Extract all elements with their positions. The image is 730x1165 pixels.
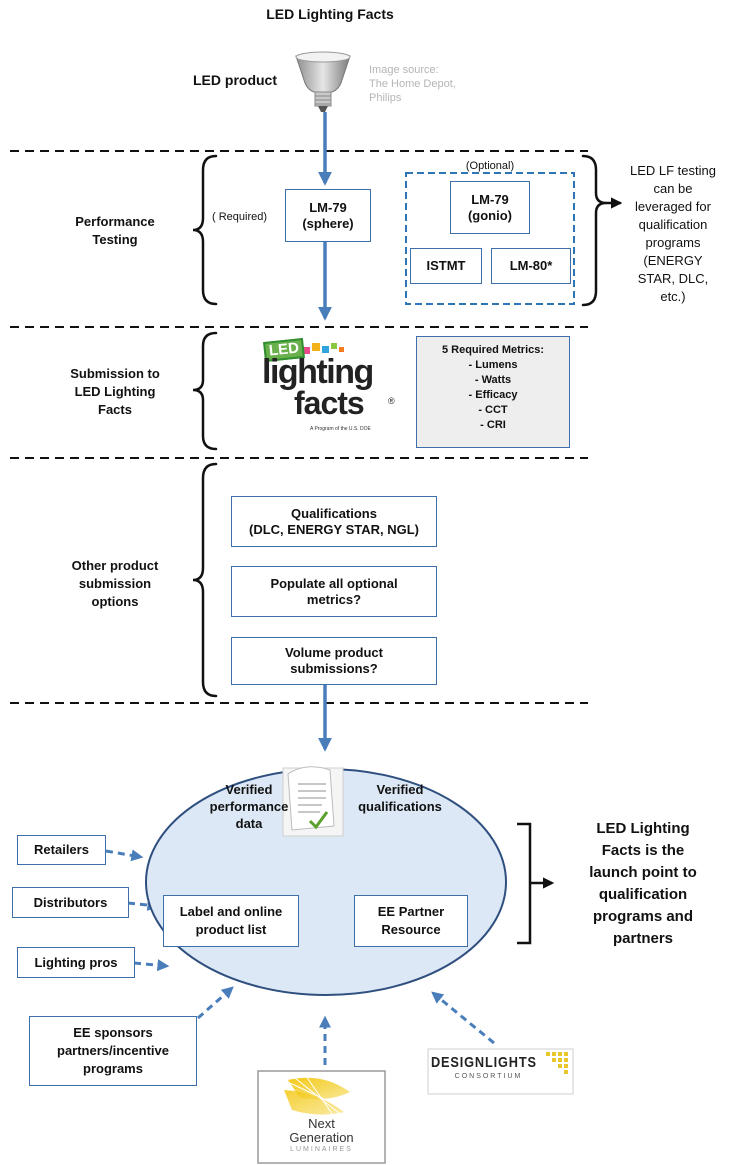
led-product-label: LED product (193, 72, 277, 88)
retailers-box: Retailers (17, 835, 106, 865)
led-bulb-image (295, 51, 351, 112)
lm79-gonio-box: LM-79 (gonio) (450, 181, 530, 234)
lf-color-squares (303, 343, 344, 354)
ngl-logo-graphic (257, 1070, 386, 1164)
right-brace-testing (581, 154, 623, 307)
metric-item: - Lumens (468, 359, 518, 371)
launch-point-note: LED Lighting Facts is the launch point t… (589, 820, 697, 947)
lf-logo-tagline: A Program of the U.S. DOE (310, 426, 371, 432)
ee-partner-resource-box: EE Partner Resource (354, 895, 468, 947)
required-metrics-box: 5 Required Metrics: - Lumens - Watts - E… (416, 336, 570, 448)
lm80-box: LM-80* (491, 248, 571, 284)
leverage-note: LED LF testing can be leveraged for qual… (630, 163, 716, 304)
right-bracket-hub (517, 822, 555, 945)
optional-label: (Optional) (465, 160, 515, 172)
metric-item: - Efficacy (468, 389, 518, 401)
metrics-title: 5 Required Metrics: (441, 344, 545, 356)
designlights-logo-text: DESIGNLIGHTS CONSORTIUM (431, 1054, 537, 1080)
left-braces (192, 154, 218, 698)
verified-qualifications-label: Verified qualifications (358, 782, 442, 814)
volume-submissions-box: Volume product submissions? (231, 637, 437, 685)
lighting-facts-logo: LED lighting facts ® A Program of the U.… (262, 337, 402, 440)
image-source-note: Image source: The Home Depot, Philips (369, 64, 456, 104)
ngl-logo-text: Next Generation LUMINAIRES (289, 1116, 354, 1154)
metric-item: - Watts (474, 374, 512, 386)
required-label: ( Required) (212, 211, 268, 223)
section-label-performance-testing: Performance Testing (75, 214, 155, 247)
ee-sponsors-box: EE sponsors partners/incentive programs (29, 1016, 197, 1086)
lighting-pros-box: Lighting pros (17, 947, 135, 978)
section-label-submission: Submission to LED Lighting Facts (70, 366, 160, 417)
optional-metrics-box: Populate all optional metrics? (231, 566, 437, 617)
optional-group (405, 172, 575, 305)
distributors-box: Distributors (12, 887, 129, 918)
lf-logo-facts: facts (294, 385, 365, 421)
designlights-logo-graphic (427, 1048, 574, 1095)
metric-item: - CRI (480, 419, 506, 431)
metric-item: - CCT (478, 404, 508, 416)
lf-logo-lighting: lighting (262, 353, 374, 391)
verified-document-icon (282, 766, 344, 837)
verified-performance-label: Verified performance data (209, 782, 289, 831)
section-dividers (10, 150, 588, 704)
label-product-list-box: Label and online product list (163, 895, 299, 947)
lf-logo-registered: ® (388, 396, 395, 406)
lm79-sphere-box: LM-79 (sphere) (285, 189, 371, 242)
stakeholder-arrows (105, 849, 495, 1065)
diagram-title: LED Lighting Facts (266, 6, 394, 22)
section-label-other-options: Other product submission options (71, 558, 159, 609)
qualifications-box: Qualifications (DLC, ENERGY STAR, NGL) (231, 496, 437, 547)
istmt-box: ISTMT (410, 248, 482, 284)
